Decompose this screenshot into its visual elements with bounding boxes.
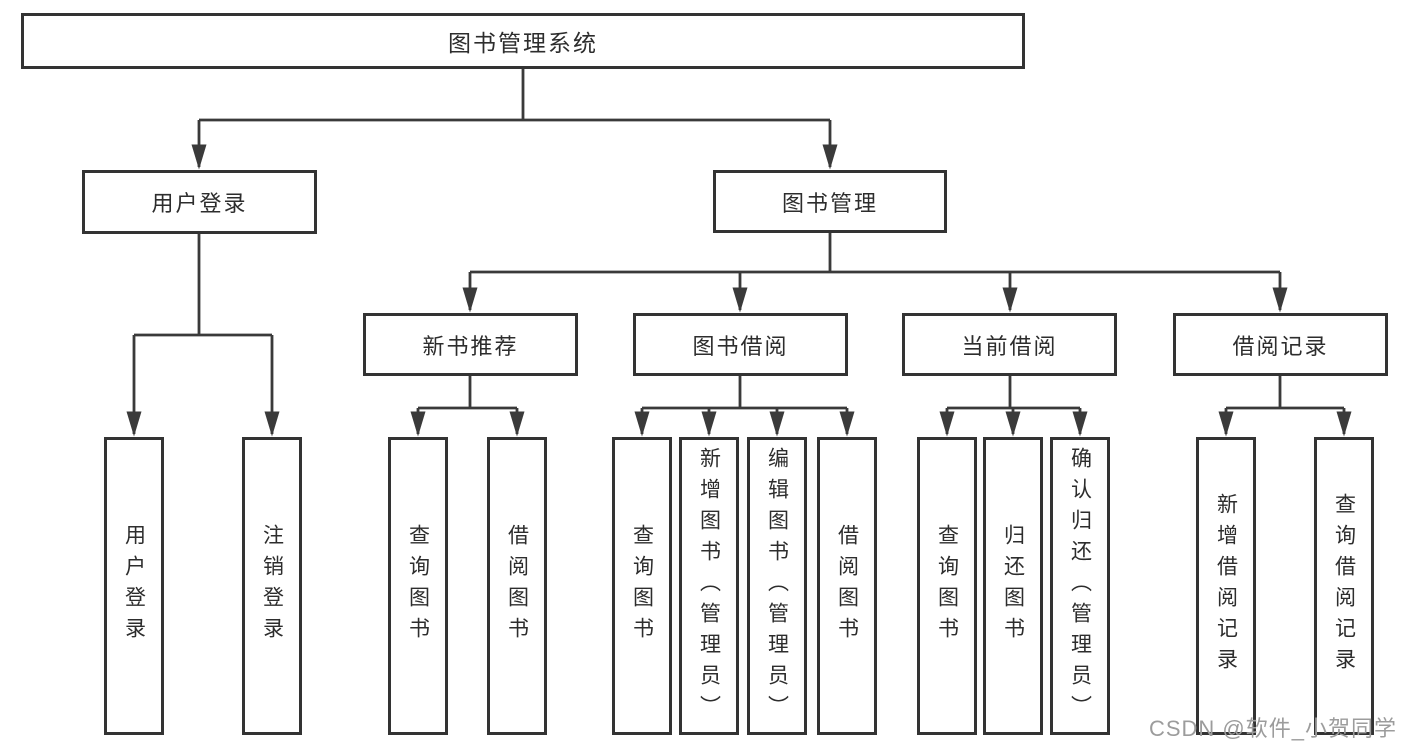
node-new-book-recommend: 新书推荐 <box>363 313 578 376</box>
node-label: 新增图书（管理员） <box>697 446 721 726</box>
csdn-watermark: CSDN @软件_小贺同学 <box>1148 716 1397 741</box>
node-query-books-borrowing: 查询图书 <box>612 437 672 735</box>
node-confirm-return-admin: 确认归还（管理员） <box>1050 437 1110 735</box>
node-borrow-books-borrowing: 借阅图书 <box>817 437 877 735</box>
node-label: 图书借阅 <box>692 333 789 359</box>
node-label: 借阅记录 <box>1232 333 1329 359</box>
node-label: 图书管理系统 <box>448 30 598 56</box>
node-add-books-admin: 新增图书（管理员） <box>679 437 739 735</box>
node-query-books-recommend: 查询图书 <box>388 437 448 735</box>
node-book-management: 图书管理 <box>713 170 947 233</box>
node-logout: 注销登录 <box>242 437 302 735</box>
node-label: 借阅图书 <box>505 524 529 648</box>
node-label: 用户登录 <box>122 524 146 648</box>
node-label: 图书管理 <box>781 190 878 216</box>
node-label: 归还图书 <box>1001 524 1025 648</box>
node-label: 借阅图书 <box>835 524 859 648</box>
node-query-borrow-record: 查询借阅记录 <box>1314 437 1374 735</box>
node-label: 新书推荐 <box>422 333 519 359</box>
node-edit-books-admin: 编辑图书（管理员） <box>747 437 807 735</box>
node-current-borrowing: 当前借阅 <box>902 313 1117 376</box>
node-label: 编辑图书（管理员） <box>765 446 789 726</box>
node-return-books: 归还图书 <box>983 437 1043 735</box>
node-label: 新增借阅记录 <box>1214 493 1238 679</box>
node-book-borrowing: 图书借阅 <box>633 313 848 376</box>
node-label: 查询借阅记录 <box>1332 493 1356 679</box>
node-add-borrow-record: 新增借阅记录 <box>1196 437 1256 735</box>
node-query-books-current: 查询图书 <box>917 437 977 735</box>
node-label: 用户登录 <box>151 191 248 216</box>
node-user-login: 用户登录 <box>82 170 317 234</box>
node-label: 查询图书 <box>630 524 654 648</box>
node-label: 确认归还（管理员） <box>1068 446 1092 726</box>
node-borrowing-records: 借阅记录 <box>1173 313 1388 376</box>
node-label: 当前借阅 <box>961 333 1058 359</box>
node-label: 注销登录 <box>260 524 284 648</box>
node-library-management-system: 图书管理系统 <box>21 13 1025 69</box>
node-label: 查询图书 <box>935 524 959 648</box>
node-label: 查询图书 <box>406 524 430 648</box>
node-user-login-leaf: 用户登录 <box>104 437 164 735</box>
node-borrow-books-recommend: 借阅图书 <box>487 437 547 735</box>
